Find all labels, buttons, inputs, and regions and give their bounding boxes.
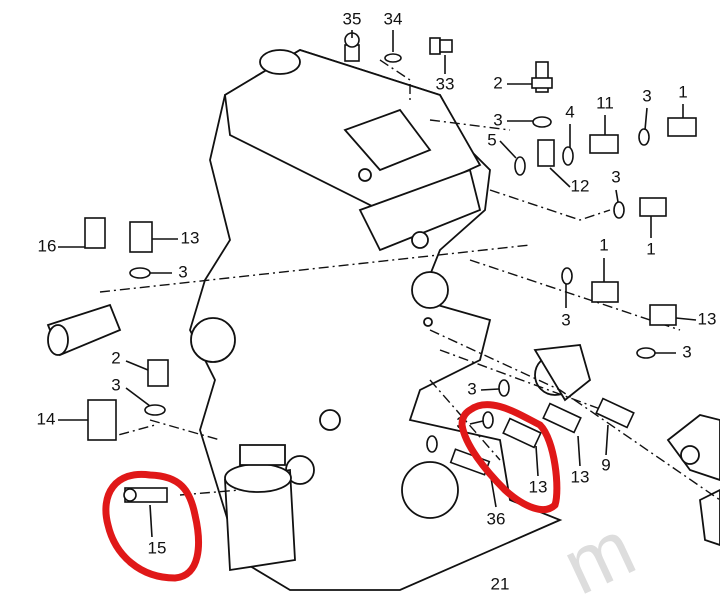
callout-36: 36 — [487, 509, 506, 528]
callout-11: 11 — [596, 93, 614, 112]
callout-labels: 35 34 33 2 3 4 11 3 1 5 12 3 1 16 13 3 1… — [37, 9, 717, 593]
callout-21: 21 — [491, 574, 510, 593]
callout-3: 3 — [682, 342, 691, 361]
highlight-circle-part-15 — [102, 470, 202, 582]
callout-13-highlighted: 13 — [529, 477, 548, 496]
leader-lines — [58, 30, 697, 538]
callout-9: 9 — [601, 455, 610, 474]
callout-3: 3 — [561, 310, 570, 329]
callout-3: 3 — [493, 110, 502, 129]
callout-1: 1 — [646, 239, 655, 258]
callout-35: 35 — [343, 9, 362, 28]
callout-3: 3 — [611, 167, 620, 186]
sender-parts — [84, 32, 697, 503]
callout-34: 34 — [384, 9, 403, 28]
callout-5: 5 — [487, 130, 496, 149]
callout-15-highlighted: 15 — [148, 538, 167, 557]
coolant-flange — [46, 303, 122, 357]
callout-16: 16 — [38, 236, 57, 255]
callout-3: 3 — [111, 375, 120, 394]
callout-13: 13 — [181, 228, 200, 247]
callout-1: 1 — [599, 235, 608, 254]
callout-2: 2 — [493, 73, 502, 92]
callout-12: 12 — [571, 176, 590, 195]
callout-33: 33 — [436, 74, 455, 93]
callout-1: 1 — [678, 82, 687, 101]
callout-14: 14 — [37, 409, 56, 428]
callout-13: 13 — [698, 309, 717, 328]
assembly-lines — [99, 59, 720, 501]
callout-3: 3 — [178, 262, 187, 281]
callout-4: 4 — [565, 102, 574, 121]
engine-block — [189, 49, 563, 591]
callout-3: 3 — [642, 86, 651, 105]
thermostat-housing — [666, 414, 720, 546]
callout-2: 2 — [111, 348, 120, 367]
callout-13: 13 — [571, 467, 590, 486]
watermark: m — [550, 503, 648, 600]
water-pump-housing — [533, 344, 592, 402]
highlight-circle-part-13 — [458, 401, 561, 513]
callout-3: 3 — [467, 379, 476, 398]
